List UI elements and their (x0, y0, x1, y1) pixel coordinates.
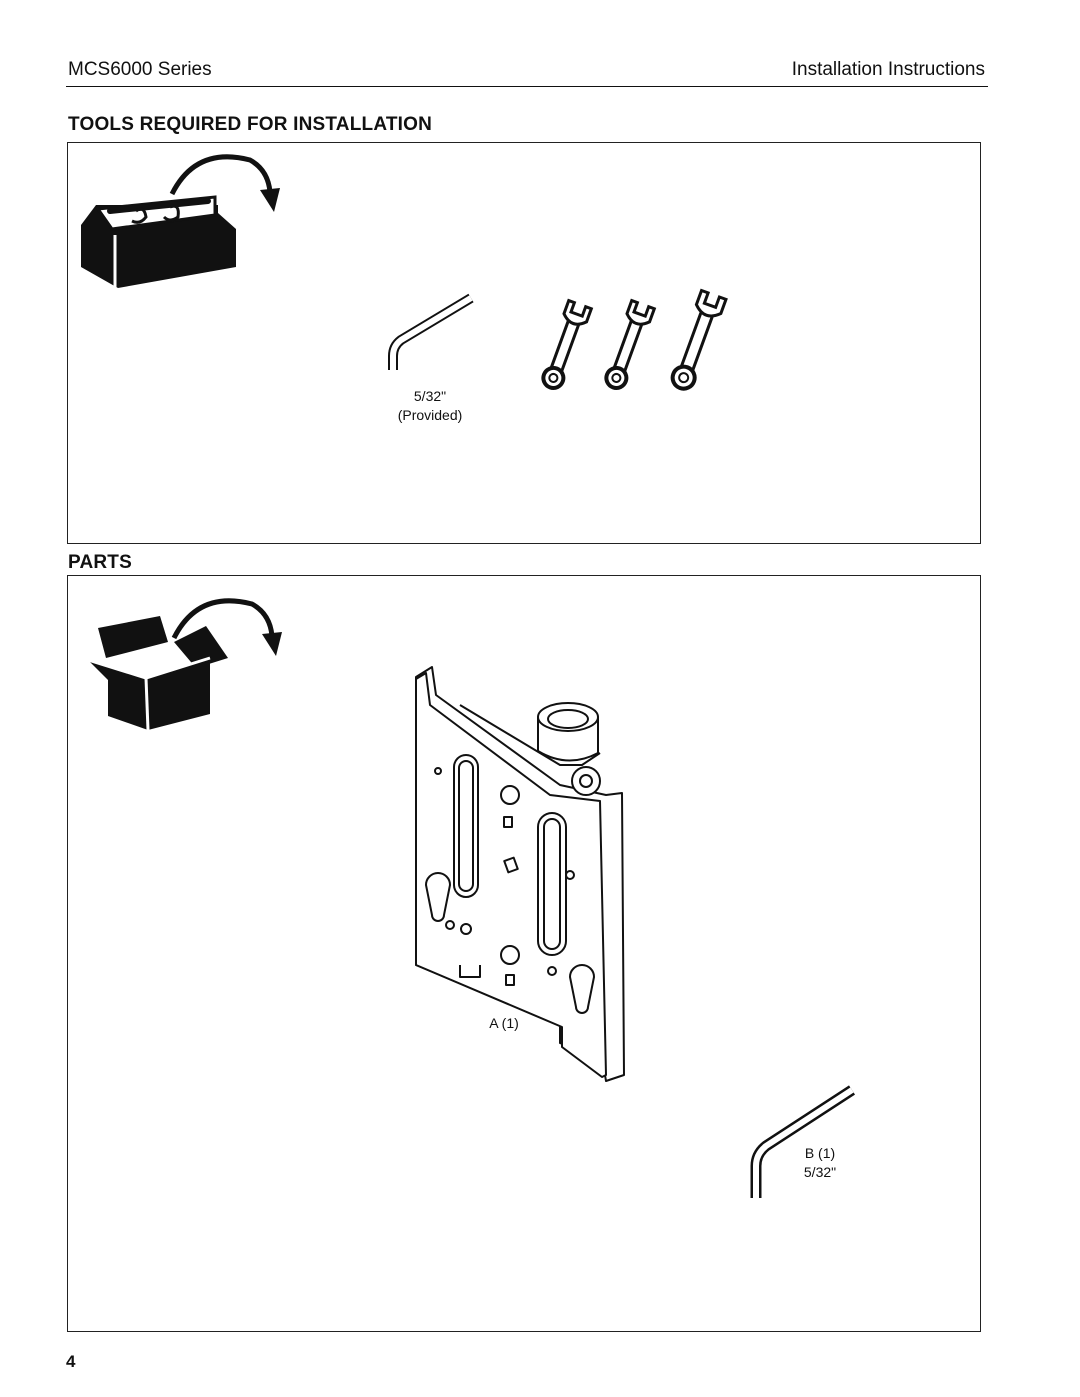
toolbox-icon (81, 195, 236, 288)
page-number: 4 (66, 1352, 76, 1371)
open-box-icon (87, 616, 228, 731)
part-b-label: B (1) (804, 1145, 836, 1161)
series-title: MCS6000 Series (68, 59, 212, 80)
tools-panel (67, 142, 981, 544)
tools-section-title: TOOLS REQUIRED FOR INSTALLATION (68, 114, 433, 135)
mounting-plate-icon (415, 666, 625, 1082)
rotate-arrow-icon (169, 154, 280, 212)
rotate-arrow-icon (171, 598, 282, 656)
document-type: Installation Instructions (791, 59, 985, 80)
part-b-size: 5/32" (803, 1164, 837, 1180)
hex-key-icon (388, 293, 474, 370)
parts-section-title: PARTS (68, 552, 132, 573)
hex-key-icon (750, 1085, 856, 1198)
part-a-label: A (1) (489, 1015, 519, 1031)
header-divider (66, 86, 988, 87)
hex-key-size: 5/32" (413, 388, 447, 404)
wrench-icon (604, 298, 657, 390)
wrench-icon (670, 288, 728, 391)
wrench-icon (541, 298, 594, 390)
hex-key-note: (Provided) (397, 407, 463, 423)
